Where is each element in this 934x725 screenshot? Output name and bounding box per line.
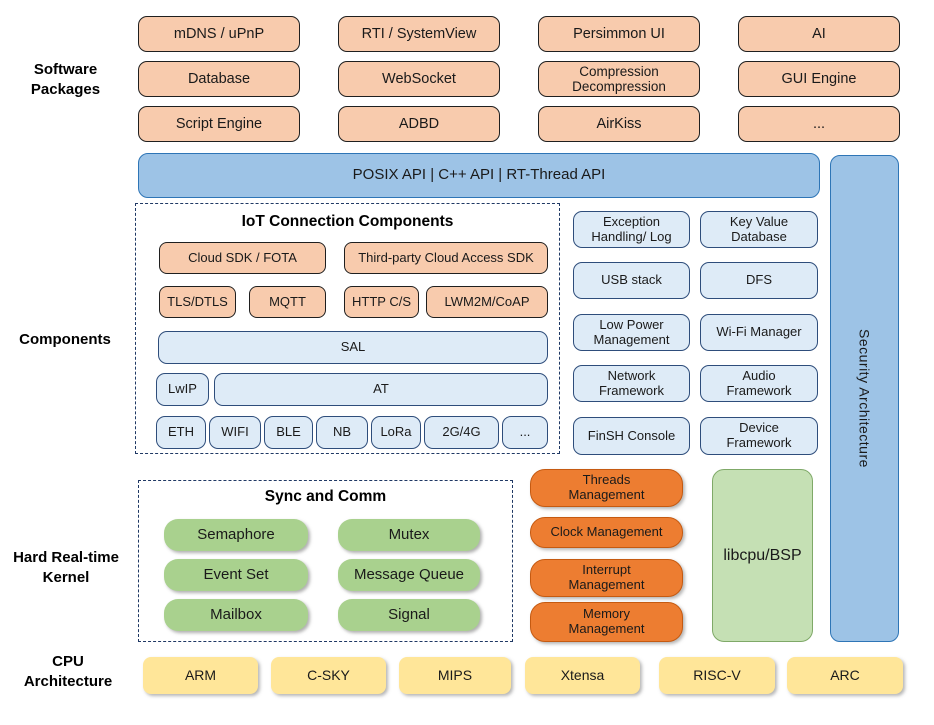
iot-link-wifi: WIFI: [209, 416, 261, 449]
package-gui-engine: GUI Engine: [738, 61, 900, 97]
iot-link-lora: LoRa: [371, 416, 421, 449]
iot-at: AT: [214, 373, 548, 406]
component-key-value-database: Key Value Database: [700, 211, 818, 248]
component-audio-framework: Audio Framework: [700, 365, 818, 402]
kernel-mailbox: Mailbox: [164, 599, 308, 631]
kernel-clock-management: Clock Management: [530, 517, 683, 548]
security-architecture-bar: Security Architecture: [830, 155, 899, 642]
kernel-libcpu-bsp: libcpu/BSP: [712, 469, 813, 642]
security-architecture-label: Security Architecture: [856, 329, 873, 468]
package-websocket: WebSocket: [338, 61, 500, 97]
package-ai: AI: [738, 16, 900, 52]
iot-mqtt: MQTT: [249, 286, 326, 318]
kernel-mutex: Mutex: [338, 519, 480, 551]
iot-link-2g4g: 2G/4G: [424, 416, 499, 449]
cpu-risc-v: RISC-V: [659, 657, 775, 694]
component-network-framework: Network Framework: [573, 365, 690, 402]
package-script-engine: Script Engine: [138, 106, 300, 142]
iot-link-eth: ETH: [156, 416, 206, 449]
cpu-arm: ARM: [143, 657, 258, 694]
iot-connection-components-title: IoT Connection Components: [241, 213, 454, 230]
component-usb-stack: USB stack: [573, 262, 690, 299]
iot-lwm2m-coap: LWM2M/CoAP: [426, 286, 548, 318]
package-more: ...: [738, 106, 900, 142]
kernel-signal: Signal: [338, 599, 480, 631]
cpu-arc: ARC: [787, 657, 903, 694]
component-exception-handling-log: Exception Handling/ Log: [573, 211, 690, 248]
software-packages-label: Software Packages: [30, 61, 101, 98]
component-wifi-manager: Wi-Fi Manager: [700, 314, 818, 351]
iot-cloud-sdk-fota: Cloud SDK / FOTA: [159, 242, 326, 274]
package-adbd: ADBD: [338, 106, 500, 142]
kernel-message-queue: Message Queue: [338, 559, 480, 591]
iot-third-party-cloud-sdk: Third-party Cloud Access SDK: [344, 242, 548, 274]
api-bar: POSIX API | C++ API | RT-Thread API: [138, 153, 820, 198]
package-compression: Compression Decompression: [538, 61, 700, 97]
component-device-framework: Device Framework: [700, 417, 818, 455]
iot-link-ble: BLE: [264, 416, 313, 449]
cpu-architecture-label: CPU Architecture: [23, 653, 113, 690]
iot-http-cs: HTTP C/S: [344, 286, 419, 318]
iot-tls-dtls: TLS/DTLS: [159, 286, 236, 318]
iot-connection-components-box: IoT Connection Components Cloud SDK / FO…: [135, 203, 560, 454]
cpu-mips: MIPS: [399, 657, 511, 694]
kernel-semaphore: Semaphore: [164, 519, 308, 551]
components-label: Components: [19, 331, 111, 348]
package-airkiss: AirKiss: [538, 106, 700, 142]
package-persimmon-ui: Persimmon UI: [538, 16, 700, 52]
cpu-xtensa: Xtensa: [525, 657, 640, 694]
kernel-threads-management: Threads Management: [530, 469, 683, 507]
sync-and-comm-title: Sync and Comm: [264, 488, 387, 505]
kernel-memory-management: Memory Management: [530, 602, 683, 642]
package-database: Database: [138, 61, 300, 97]
component-low-power-management: Low Power Management: [573, 314, 690, 351]
iot-link-nb: NB: [316, 416, 368, 449]
component-finsh-console: FinSH Console: [573, 417, 690, 455]
iot-sal: SAL: [158, 331, 548, 364]
iot-lwip: LwIP: [156, 373, 209, 406]
component-dfs: DFS: [700, 262, 818, 299]
package-rti-systemview: RTI / SystemView: [338, 16, 500, 52]
kernel-interrupt-management: Interrupt Management: [530, 559, 683, 597]
iot-link-more: ...: [502, 416, 548, 449]
cpu-c-sky: C-SKY: [271, 657, 386, 694]
kernel-label: Hard Real-time Kernel: [13, 549, 119, 586]
kernel-event-set: Event Set: [164, 559, 308, 591]
package-mdns-upnp: mDNS / uPnP: [138, 16, 300, 52]
sync-and-comm-box: Sync and Comm Semaphore Mutex Event Set …: [138, 480, 513, 642]
